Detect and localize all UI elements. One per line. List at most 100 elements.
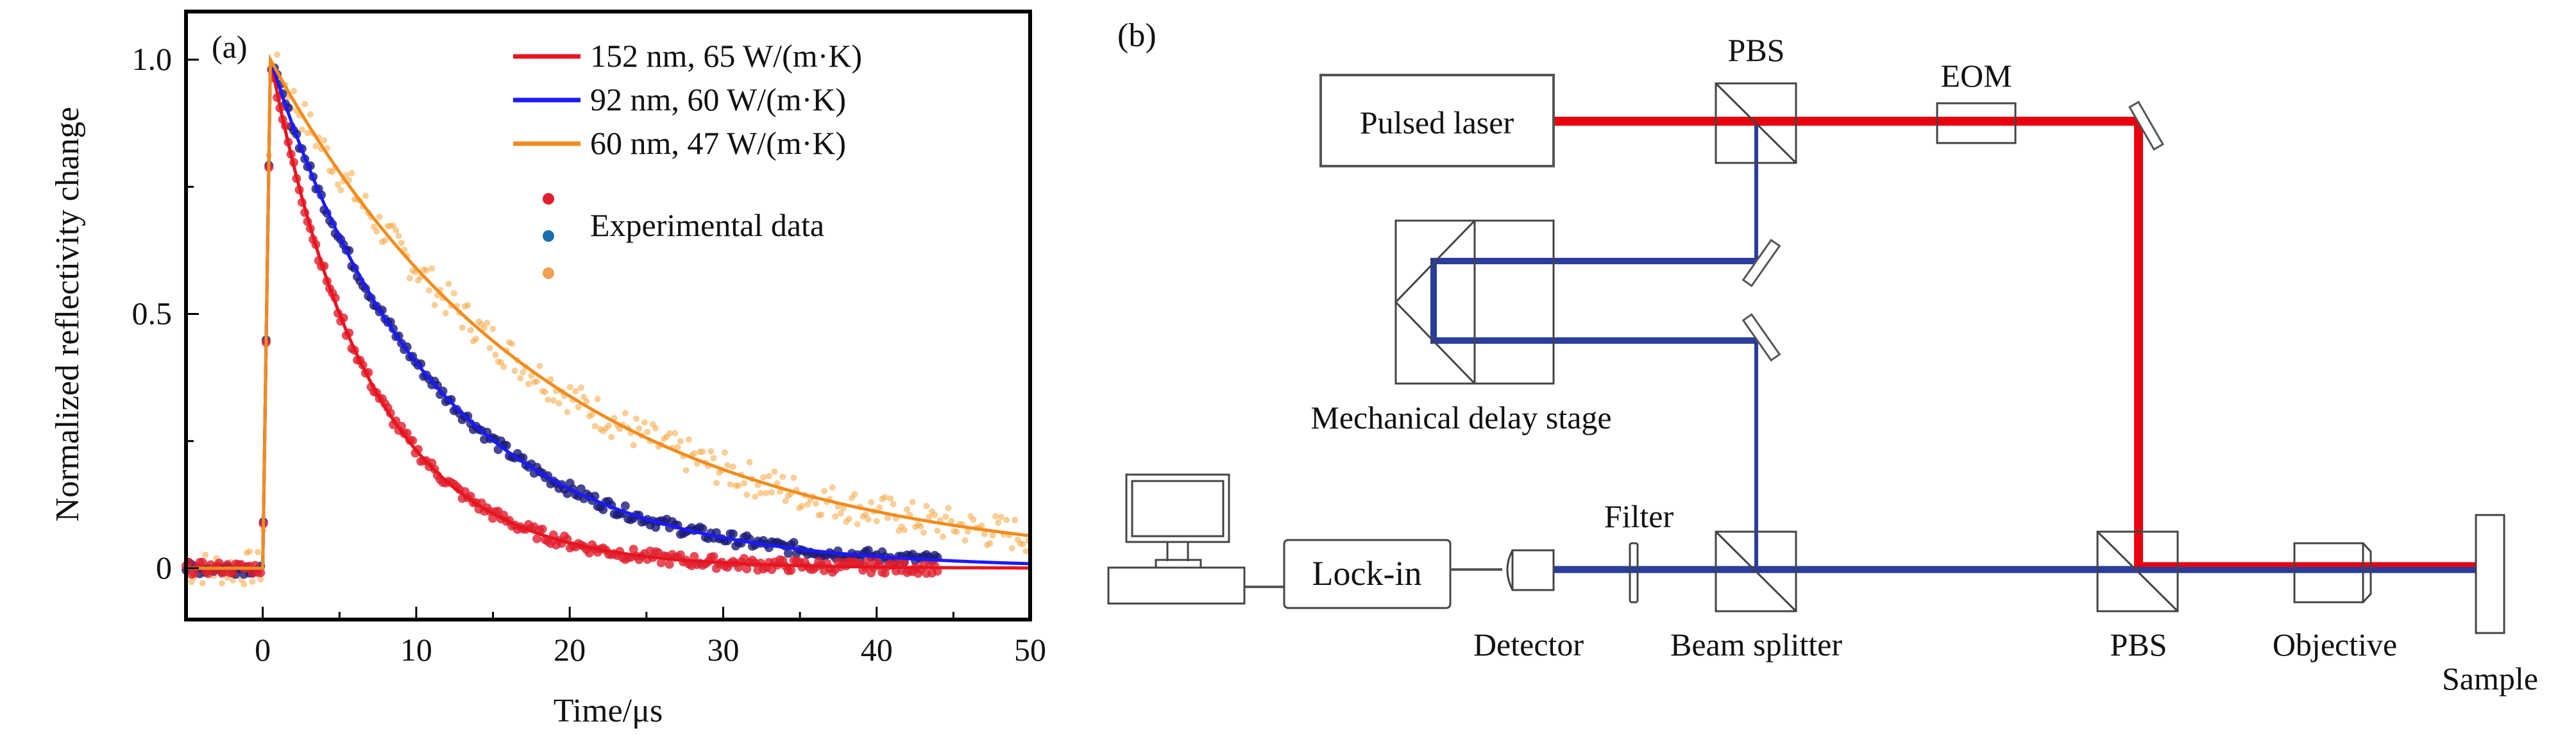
mirror-upper-icon <box>1741 239 1781 287</box>
data-point <box>219 580 225 587</box>
data-point <box>489 325 496 332</box>
plot-frame <box>184 10 1032 621</box>
data-point <box>500 363 507 370</box>
data-point <box>820 487 827 494</box>
filter-label: Filter <box>1604 498 1674 534</box>
data-point <box>981 530 988 537</box>
data-point <box>656 558 666 568</box>
data-point <box>997 514 1004 521</box>
data-point <box>880 568 890 578</box>
data-point <box>481 325 488 332</box>
data-point <box>845 516 852 522</box>
data-point <box>675 550 685 560</box>
data-point <box>863 546 873 555</box>
y-tick-label: 0.5 <box>132 296 173 332</box>
legend-label: 152 nm, 65 W/(m·K) <box>590 38 862 74</box>
data-point <box>301 101 309 108</box>
y-tick-label: 0 <box>156 550 172 586</box>
data-point <box>509 341 516 348</box>
data-point <box>672 430 679 437</box>
data-point <box>890 501 897 507</box>
data-point <box>298 126 305 133</box>
eom-label: EOM <box>1940 58 2012 94</box>
data-point <box>901 527 908 534</box>
data-point <box>636 425 643 432</box>
data-point <box>887 495 894 502</box>
data-point <box>691 450 698 457</box>
data-point <box>786 566 796 575</box>
data-point <box>555 400 563 407</box>
data-point <box>760 474 767 481</box>
data-point <box>677 438 684 444</box>
data-point <box>789 537 799 547</box>
data-point <box>362 192 369 199</box>
data-point <box>754 482 761 489</box>
data-point <box>199 580 206 587</box>
pbs-top-label: PBS <box>1728 32 1785 68</box>
data-point <box>620 501 630 511</box>
data-point <box>771 468 778 475</box>
data-point <box>818 511 825 518</box>
data-point <box>735 482 742 489</box>
data-point <box>450 290 457 297</box>
fit-line <box>186 59 1029 570</box>
data-point <box>698 524 708 534</box>
data-point <box>1003 516 1010 523</box>
legend-marker <box>543 193 554 205</box>
data-point <box>964 528 971 535</box>
data-point <box>1022 548 1030 555</box>
data-point <box>198 557 207 567</box>
data-point <box>863 556 873 566</box>
data-point <box>992 513 999 520</box>
panel-b-label: (b) <box>1117 17 1157 54</box>
data-point <box>398 239 405 246</box>
data-point <box>904 506 911 513</box>
fit-line <box>186 53 1029 570</box>
beam-splitter-label: Beam splitter <box>1670 627 1842 663</box>
x-tick-label: 10 <box>400 632 432 668</box>
data-point <box>464 301 471 308</box>
data-point <box>517 375 524 382</box>
lock-in-box <box>1283 539 1452 609</box>
y-tick-label: 1.0 <box>132 41 173 77</box>
data-point <box>255 548 261 555</box>
data-point <box>652 425 659 432</box>
data-point <box>868 499 875 505</box>
data-point <box>885 514 891 521</box>
data-point <box>575 403 582 410</box>
data-point <box>665 559 674 569</box>
chart-legend: 152 nm, 65 W/(m·K)92 nm, 60 W/(m·K)60 nm… <box>513 38 862 279</box>
data-point <box>541 389 548 396</box>
detector-icon <box>1506 549 1555 591</box>
data-point <box>376 214 383 220</box>
mirror-lower-icon <box>1741 313 1781 362</box>
data-point <box>307 111 314 118</box>
data-point <box>423 267 430 274</box>
lock-in-label: Lock-in <box>1312 554 1422 593</box>
eom-box <box>1936 102 2017 144</box>
objective-icon <box>2293 542 2372 604</box>
data-point <box>865 516 872 523</box>
data-point <box>851 491 858 498</box>
data-point <box>768 489 775 496</box>
data-point <box>606 422 612 429</box>
data-point <box>709 552 718 561</box>
data-point <box>909 498 916 505</box>
data-point <box>536 362 543 369</box>
data-point <box>256 568 266 577</box>
data-point <box>746 459 753 466</box>
data-point <box>622 410 629 416</box>
data-point <box>202 552 209 558</box>
data-point <box>393 226 400 233</box>
data-point <box>832 513 839 520</box>
data-point <box>1012 516 1019 523</box>
data-point <box>467 326 474 334</box>
sample-icon <box>2475 514 2505 634</box>
data-point <box>685 436 692 443</box>
data-point <box>445 280 452 287</box>
data-point <box>484 319 491 326</box>
data-point <box>274 51 281 58</box>
data-point <box>942 513 949 520</box>
sample-label: Sample <box>2442 661 2538 697</box>
